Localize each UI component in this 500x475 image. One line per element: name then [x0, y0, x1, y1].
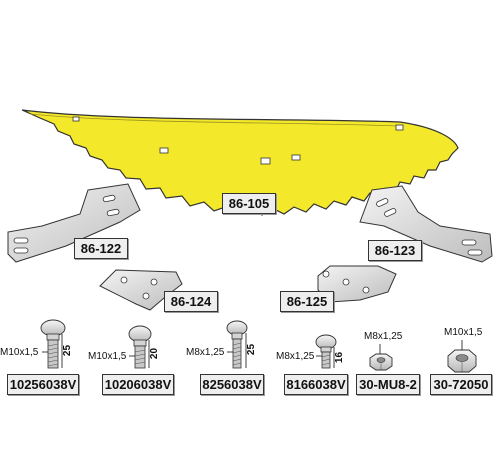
hole [342, 278, 350, 286]
nut-30-72050 [447, 340, 477, 373]
slot [106, 208, 120, 217]
thread-spec: M10x1,5 [444, 327, 483, 338]
thread-lines [134, 349, 146, 365]
bolt-shank [232, 338, 242, 369]
part-label-bracket: 86-122 [74, 238, 128, 259]
thread-spec: M10x1,5 [88, 351, 127, 362]
slot [13, 237, 29, 244]
part-label-bolt: 10206038V [102, 374, 174, 395]
slot [461, 239, 477, 246]
part-label-blade: 86-105 [222, 193, 276, 214]
bolt-neck [46, 333, 60, 341]
slot [102, 194, 116, 203]
bolt-10256038V [40, 319, 66, 369]
part-label-bracket: 86-125 [280, 291, 334, 312]
part-label-bolt: 8166038V [284, 374, 348, 395]
hole [120, 276, 128, 284]
part-label-bolt: 10256038V [7, 374, 79, 395]
slot [395, 124, 404, 131]
bolt-10206038V [128, 325, 152, 369]
part-label-nut: 30-72050 [430, 374, 492, 395]
slot [13, 247, 29, 254]
slot [376, 198, 389, 207]
slot [159, 147, 169, 154]
slot [384, 208, 397, 217]
part-label-bracket: 86-123 [368, 240, 422, 261]
hole [142, 292, 150, 300]
slot [72, 116, 80, 122]
thread-lines [321, 354, 331, 366]
length-dimension: 16 [334, 351, 346, 364]
blade-shape [21, 109, 459, 216]
part-label-bolt: 8256038V [200, 374, 264, 395]
thread-lines [47, 343, 59, 367]
thread-spec: M8x1,25 [186, 347, 225, 358]
slot [467, 249, 483, 256]
hole [150, 278, 158, 286]
hole [362, 286, 370, 294]
nut-30-MU8-2 [369, 344, 393, 371]
bolt-neck [320, 346, 332, 353]
bolt-neck [231, 332, 243, 340]
bolt-shank [134, 345, 146, 369]
part-label-bracket: 86-124 [164, 291, 218, 312]
length-dimension: 25 [62, 344, 74, 357]
bracket-86-123 [359, 185, 493, 263]
thread-spec: M10x1,5 [0, 347, 39, 358]
length-dimension: 20 [149, 347, 161, 360]
thread-spec: M8x1,25 [364, 331, 403, 342]
thread-spec: M8x1,25 [276, 351, 315, 362]
bolt-8256038V [226, 320, 248, 369]
hole [322, 270, 330, 278]
blade-86-105 [21, 109, 459, 216]
part-label-nut: 30-MU8-2 [356, 374, 420, 395]
bracket-shape [359, 185, 493, 263]
bracket-shape [7, 183, 141, 263]
bolt-8166038V [315, 334, 337, 369]
slot [260, 157, 271, 165]
bracket-86-122 [7, 183, 141, 263]
nut-bore [455, 354, 469, 362]
slot [291, 154, 301, 161]
thread-lines [232, 342, 242, 366]
bolt-neck [133, 339, 147, 347]
length-dimension: 25 [246, 343, 258, 356]
nut-bore [376, 357, 386, 363]
